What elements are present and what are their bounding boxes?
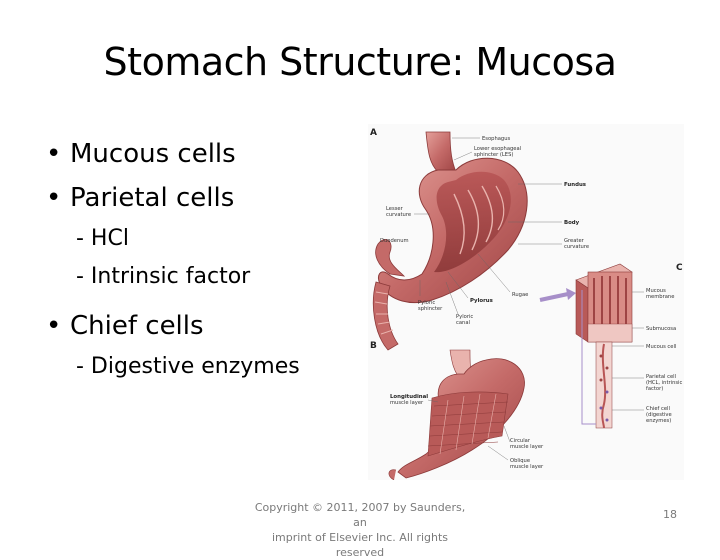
stomach-diagram-a (372, 131, 528, 351)
label-rugae: Rugae (512, 292, 528, 298)
label-mucous-membrane-line1: Mucous (646, 288, 666, 294)
label-greater-line1: Greater (564, 238, 585, 244)
label-body: Body (564, 220, 580, 226)
slide-title: Stomach Structure: Mucosa (103, 40, 617, 84)
label-duodenum: Duodenum (380, 238, 409, 244)
label-parietal-line3: factor) (646, 386, 663, 392)
sub-bullet-digestive-enzymes: - Digestive enzymes (76, 354, 300, 379)
label-pyloric-sphincter-line2: sphincter (418, 306, 443, 312)
label-fundus: Fundus (564, 182, 586, 188)
panel-label-b: B (370, 341, 377, 351)
label-lesser-line1: Lesser (386, 206, 404, 212)
label-oblique-line1: Oblique (510, 458, 530, 464)
bullet-dot: • (46, 139, 62, 169)
panel-label-c: C (676, 263, 683, 273)
label-chief-line2: (digestive (646, 412, 672, 418)
label-circular-line1: Circular (510, 438, 531, 444)
label-les-line1: Lower esophageal (474, 146, 521, 152)
magnify-arrow (539, 292, 569, 302)
label-longitudinal-line2: muscle layer (390, 400, 424, 406)
panel-label-a: A (370, 128, 377, 138)
label-pyloric-sphincter-line1: Pyloric (418, 300, 435, 306)
label-longitudinal-line1: Longitudinal (390, 394, 428, 400)
panel-a-labels: Esophagus Lower esophageal sphincter (LE… (380, 136, 589, 326)
sub-bullet-intrinsic-factor: - Intrinsic factor (76, 264, 251, 289)
label-mucous-cell: Mucous cell (646, 344, 676, 350)
bullet-list: •Mucous cells •Parietal cells - HCl - In… (46, 132, 356, 386)
label-esophagus: Esophagus (482, 136, 510, 142)
mucosa-block-c (575, 263, 633, 429)
page-number: 18 (663, 508, 677, 521)
panel-c-labels: Mucous membrane Submucosa Mucous cell Pa… (612, 288, 683, 424)
label-greater-line2: curvature (564, 244, 589, 250)
sub-bullet-hcl: - HCl (76, 226, 129, 251)
copyright-notice: Copyright © 2011, 2007 by Saunders, an i… (254, 501, 466, 559)
panel-b-labels: Longitudinal muscle layer Circular muscl… (390, 394, 544, 470)
label-mucous-membrane-line2: membrane (646, 294, 674, 300)
stomach-illustration: A B C Esophagus Lower esoph (370, 128, 683, 480)
label-chief-line3: enzymes) (646, 418, 671, 424)
label-chief-line1: Chief cell (646, 406, 670, 412)
label-oblique-line2: muscle layer (510, 464, 544, 470)
bullet-dot: • (46, 311, 62, 341)
bullet-chief-cells: •Chief cells (46, 304, 356, 348)
stomach-diagram-b (388, 349, 525, 480)
label-submucosa: Submucosa (646, 326, 676, 332)
bullet-mucous-cells: •Mucous cells (46, 132, 356, 176)
label-circular-line2: muscle layer (510, 444, 544, 450)
label-pylorus: Pylorus (470, 298, 493, 304)
bullet-parietal-cells: •Parietal cells (46, 176, 356, 220)
label-les-line2: sphincter (LES) (474, 152, 513, 158)
stomach-anatomy-figure: A B C Esophagus Lower esoph (368, 124, 684, 480)
label-pyloric-canal-line2: canal (456, 320, 470, 326)
label-parietal-line1: Parietal cell (646, 374, 676, 380)
label-parietal-line2: (HCL, intrinsic (646, 380, 683, 386)
label-lesser-line2: curvature (386, 212, 411, 218)
bullet-dot: • (46, 183, 62, 213)
magnify-arrowhead (566, 288, 576, 300)
label-pyloric-canal-line1: Pyloric (456, 314, 473, 320)
